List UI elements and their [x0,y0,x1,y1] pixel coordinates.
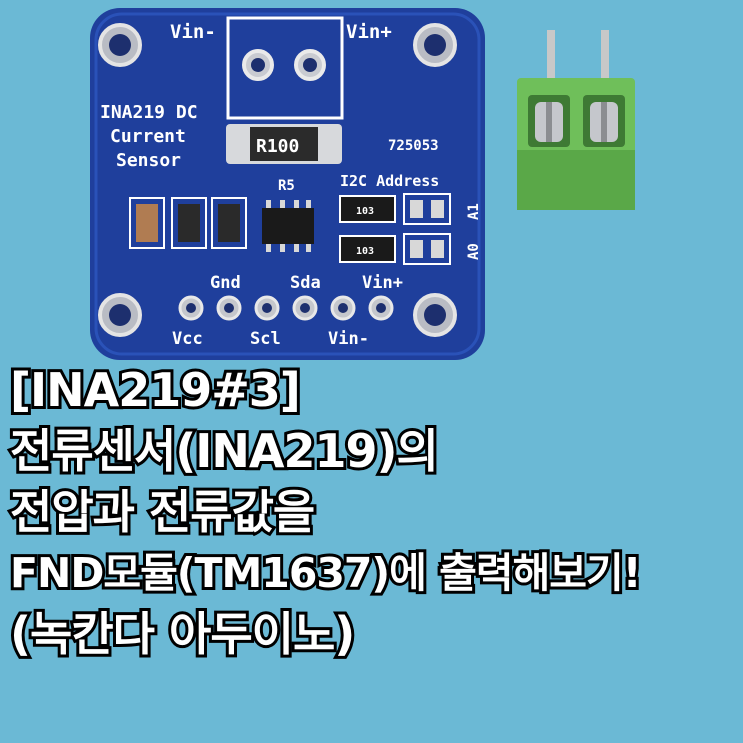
label-vin-minus: Vin- [170,21,216,43]
title-line-4: FND모듈(TM1637)에 출력해보기! [7,546,644,600]
pin-label-scl: Scl [250,329,281,349]
smd-components-left [129,197,247,249]
pin-label-gnd: Gnd [210,273,241,293]
product-line-3: Sensor [116,150,181,171]
title-line-3: 전압과 전류값을 [7,482,318,542]
product-name: INA219 DC [100,102,198,123]
ina219-board: Vin- Vin+ INA219 DC Current Sensor R100 … [90,8,485,360]
i2c-label: I2C Address [340,172,439,190]
title-line-5: (녹칸다 아두이노) [7,604,358,664]
pin-label-vin-minus: Vin- [328,329,369,349]
ina219-chip [262,200,314,252]
page-title: [INA219#3] 전류센서(INA219)의 전압과 전류값을 FND모듈(… [7,360,743,665]
title-line-2: 전류센서(INA219)의 [7,421,442,481]
smd-code-1: 103 [356,206,374,217]
screw-terminal [517,30,635,210]
r5-label: R5 [278,178,295,194]
address-resistors: 103 103 A1 A0 [339,193,482,265]
pin-label-sda: Sda [290,273,321,293]
title-line-1: [INA219#3] [7,360,304,420]
addr-a1: A1 [466,203,482,220]
board-code: 725053 [388,138,439,154]
pin-header [178,295,394,321]
label-vin-plus: Vin+ [346,21,392,43]
smd-code-2: 103 [356,246,374,257]
pin-label-vcc: Vcc [172,329,203,349]
product-line-2: Current [110,126,186,147]
shunt-resistor: R100 [226,124,342,164]
addr-a0: A0 [466,243,482,260]
mounting-holes [98,23,457,337]
resistor-label: R100 [256,136,299,157]
pin-label-vin-plus: Vin+ [362,273,403,293]
